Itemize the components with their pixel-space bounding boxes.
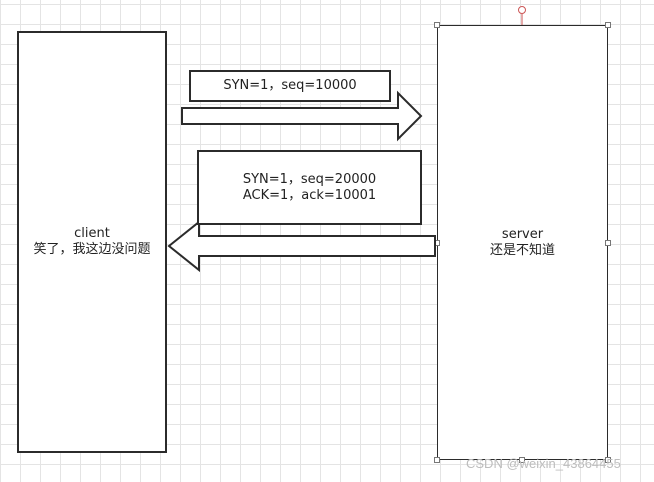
client-box[interactable]: client 笑了，我这边没问题 (17, 31, 167, 453)
server-status: 还是不知道 (489, 242, 555, 258)
resize-handle-bottom-center[interactable] (519, 457, 525, 463)
resize-handle-bottom-right[interactable] (605, 457, 611, 463)
client-name: client (74, 226, 110, 241)
resize-handle-top-right[interactable] (605, 22, 611, 28)
watermark: CSDN @weixin_43864455 (466, 456, 621, 471)
rotate-handle[interactable] (518, 6, 526, 14)
message-line: SYN=1，seq=10000 (223, 78, 357, 93)
client-status: 笑了，我这边没问题 (33, 242, 151, 257)
message-line: SYN=1，seq=20000 (242, 171, 377, 187)
resize-handle-right-center[interactable] (605, 240, 611, 246)
arrow-client-to-server[interactable] (181, 90, 423, 142)
message-label-syn-ack[interactable]: SYN=1，seq=20000 ACK=1，ack=10001 (197, 150, 422, 225)
resize-handle-bottom-left[interactable] (434, 457, 440, 463)
message-label-syn[interactable]: SYN=1，seq=10000 (189, 70, 391, 102)
message-line: ACK=1，ack=10001 (242, 187, 377, 203)
arrow-server-to-client[interactable] (167, 219, 436, 273)
resize-handle-top-left[interactable] (434, 22, 440, 28)
server-name: server (501, 226, 544, 242)
